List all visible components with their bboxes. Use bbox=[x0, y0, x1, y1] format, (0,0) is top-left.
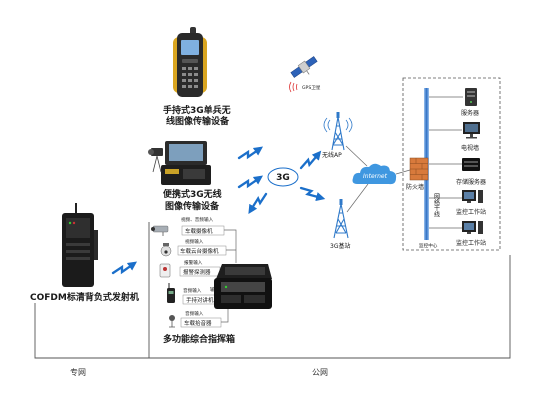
center-device-label: 存储服务器 bbox=[456, 178, 486, 186]
private-network-label: 专网 bbox=[70, 367, 86, 377]
cofdm-transmitter-icon bbox=[62, 203, 98, 287]
walkie-talkie-label: 手持对讲机 bbox=[186, 296, 214, 304]
internet-label: Internet bbox=[363, 173, 388, 180]
ptz-camera-icon bbox=[160, 243, 172, 257]
public-network-label: 公网 bbox=[312, 368, 328, 377]
wireless-link-bolt bbox=[111, 261, 138, 275]
ptz-camera-label: 车载云台摄像机 bbox=[180, 247, 219, 255]
vehicle-camera-icon bbox=[151, 225, 169, 236]
portable-transmitter-icon bbox=[148, 141, 211, 185]
wireless-link-bolt bbox=[237, 146, 264, 160]
command-box-icon bbox=[214, 264, 272, 309]
alarm-detector-label: 报警探测器 bbox=[183, 268, 211, 276]
video-input-label: 视频输入 bbox=[185, 238, 204, 245]
handheld-label-line1: 手持式3G单兵无 bbox=[163, 104, 231, 116]
pickup-label: 车载拾音器 bbox=[184, 319, 212, 327]
wireless-link-bolt bbox=[299, 186, 326, 202]
3g-network-node: 3G bbox=[267, 167, 299, 187]
handheld-label-line2: 线图像传输设备 bbox=[166, 115, 230, 127]
workstation-icon bbox=[462, 190, 483, 203]
internet-cloud-icon: Internet bbox=[352, 163, 397, 185]
monitor-center-boundary bbox=[402, 77, 501, 251]
firewall-icon bbox=[409, 157, 429, 181]
portable-label-line1: 便携式3G无线 bbox=[163, 188, 222, 200]
handheld-transmitter-icon bbox=[173, 27, 207, 97]
center-device-label: 电视墙 bbox=[461, 144, 479, 152]
internet-firewall-link bbox=[395, 169, 411, 175]
center-device-label: 监控工作站 bbox=[456, 239, 486, 247]
portable-label-line2: 图像传输设备 bbox=[165, 200, 220, 212]
backbone-connectors bbox=[429, 96, 463, 229]
base-station-tower-icon bbox=[333, 199, 349, 239]
base-station-internet-link bbox=[346, 183, 369, 213]
gps-label: GPS卫星 bbox=[302, 85, 321, 91]
pickup-microphone-icon bbox=[169, 315, 175, 328]
base-station-label: 3G基站 bbox=[330, 242, 350, 250]
firewall-label: 防火墙 bbox=[406, 183, 424, 191]
wireless-links bbox=[111, 146, 326, 275]
wireless-ap-tower-icon bbox=[323, 112, 353, 151]
cofdm-label: COFDM标清背负式发射机 bbox=[30, 291, 139, 303]
wireless-link-bolt bbox=[299, 150, 322, 170]
wireless-ap-label: 无线AP bbox=[322, 151, 342, 159]
network-brackets bbox=[34, 222, 511, 359]
server-icon bbox=[465, 88, 477, 106]
alarm-input-label: 报警输入 bbox=[184, 259, 203, 266]
3g-hub-label: 3G bbox=[276, 173, 290, 183]
gps-satellite-icon bbox=[289, 56, 318, 93]
walkie-talkie-icon bbox=[167, 283, 175, 303]
pickup-box bbox=[180, 317, 222, 328]
center-device-label: 监控工作站 bbox=[456, 208, 486, 216]
workstation-icon bbox=[462, 221, 483, 234]
wireless-link-bolt bbox=[248, 192, 268, 214]
av-input-label: 视频、音频输入 bbox=[181, 216, 214, 223]
tv-wall-icon bbox=[463, 122, 480, 139]
center-device-label: 服务器 bbox=[461, 109, 479, 117]
ptz-camera-box bbox=[177, 245, 227, 256]
audio-input-label: 音频输入 bbox=[183, 287, 202, 294]
wireless-link-bolt bbox=[237, 175, 264, 189]
vehicle-camera-label: 车载摄像机 bbox=[185, 227, 213, 235]
alarm-detector-icon bbox=[159, 263, 171, 278]
monitor-center-label: 监控中心 bbox=[419, 242, 438, 249]
backbone-label: 网络干线 bbox=[433, 193, 440, 217]
command-box-label: 多功能综合指挥箱 bbox=[163, 333, 235, 345]
vehicle-camera-box bbox=[181, 225, 225, 236]
storage-server-icon bbox=[462, 158, 480, 171]
ap-internet-link bbox=[345, 145, 368, 167]
audio-input-label: 音频输入 bbox=[185, 310, 204, 317]
